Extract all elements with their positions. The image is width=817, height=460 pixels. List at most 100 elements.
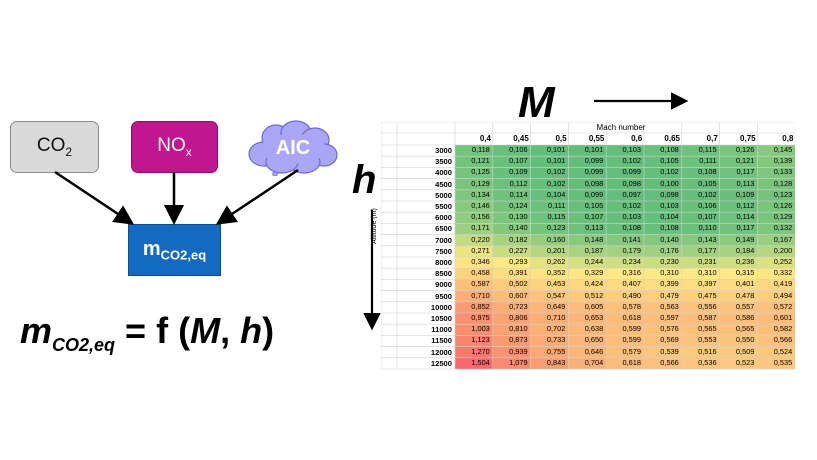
heat-cell-bg <box>492 178 531 190</box>
row-header-altitude: 6500 <box>435 224 452 234</box>
table-cell: 0,810 <box>509 324 528 334</box>
table-cell: 0,101 <box>546 156 566 166</box>
heat-cell-bg <box>568 301 607 313</box>
formula: mCO2,eq = f (M, h) <box>20 310 275 356</box>
table-cell: 0,125 <box>471 167 490 177</box>
table-cell: 0,638 <box>584 324 604 334</box>
table-cell: 0,650 <box>584 335 604 345</box>
table-cell: 0,098 <box>660 189 679 199</box>
heat-cell-bg <box>606 234 644 246</box>
column-header-mach: 0,65 <box>664 134 680 143</box>
table-cell: 0,329 <box>584 268 604 278</box>
heat-cell-bg <box>681 324 720 336</box>
table-cell: 0,424 <box>584 279 604 289</box>
table-cell: 0,102 <box>660 167 679 177</box>
heat-cell-bg <box>681 346 720 358</box>
heat-cell-bg <box>492 245 531 257</box>
table-cell: 0,156 <box>471 212 490 222</box>
heat-cell-bg <box>681 156 720 168</box>
heat-cell-bg <box>757 156 795 168</box>
table-cell: 0,104 <box>660 212 679 222</box>
table-cell: 0,171 <box>471 223 490 233</box>
heat-cell-bg <box>644 145 682 157</box>
heat-cell-bg <box>719 201 758 213</box>
heat-cell-bg <box>530 201 569 213</box>
table-cell: 0,852 <box>471 301 490 311</box>
heat-cell-bg <box>568 324 607 336</box>
heat-cell-bg <box>719 313 758 325</box>
heat-cell-bg <box>644 212 682 224</box>
row-header-altitude: 7500 <box>435 246 452 256</box>
row-header-altitude: 3500 <box>435 157 452 167</box>
table-cell: 0,939 <box>509 346 528 356</box>
table-cell: 0,099 <box>584 156 604 166</box>
table-cell: 0,587 <box>471 279 490 289</box>
column-header-mach: 0,45 <box>513 134 529 143</box>
table-grid <box>381 122 795 370</box>
table-cell: 0,710 <box>546 313 566 322</box>
column-header-mach: 0,75 <box>740 134 756 143</box>
heat-cell-bg <box>757 212 795 224</box>
heat-cell-bg <box>644 223 682 235</box>
table-cell: 0,107 <box>584 212 604 222</box>
table-cell: 0,599 <box>622 324 641 334</box>
table-cell: 0,106 <box>698 201 717 210</box>
table-cell: 0,653 <box>584 313 604 322</box>
heat-cell-bg <box>530 279 569 291</box>
heat-cell-bg <box>606 357 644 369</box>
table-cell: 0,179 <box>622 245 641 255</box>
row-header-altitude: 4000 <box>435 168 452 178</box>
table-cell: 0,101 <box>584 145 604 154</box>
table-cell: 0,121 <box>471 156 490 166</box>
heat-cell-bg <box>757 189 795 201</box>
table-cell: 0,167 <box>773 234 793 244</box>
heat-cell-bg <box>568 212 607 224</box>
heat-cell-bg <box>455 156 493 168</box>
heat-cell-bg <box>757 301 795 313</box>
table-cell: 0,126 <box>735 145 755 154</box>
table-cell: 0,115 <box>547 212 566 222</box>
table-cell: 0,103 <box>660 201 679 210</box>
heat-cell-bg <box>530 156 569 168</box>
heat-cell-bg <box>455 357 493 369</box>
row-header-altitude: 3000 <box>435 146 452 155</box>
heat-cell-bg <box>492 301 531 313</box>
table-cell: 0,262 <box>546 257 566 266</box>
table-cell: 1,079 <box>509 357 528 367</box>
table-cell: 0,112 <box>736 201 755 210</box>
heat-cell-bg <box>530 245 569 257</box>
heat-cell-bg <box>606 223 644 235</box>
heat-cell-bg <box>606 167 644 179</box>
table-cell: 0,704 <box>584 357 604 367</box>
heat-cell-bg <box>455 212 493 224</box>
table-cell: 0,536 <box>698 357 717 367</box>
table-cell: 0,130 <box>509 212 528 222</box>
heat-cell-bg <box>530 212 569 224</box>
heat-cell-bg <box>530 178 569 190</box>
heat-cell-bg <box>606 313 644 325</box>
heat-cell-bg <box>568 234 607 246</box>
heat-cell-bg <box>681 257 720 269</box>
column-header-mach: 0,8 <box>782 134 794 143</box>
heat-cell-bg <box>606 301 644 313</box>
table-cell: 0,107 <box>509 156 528 166</box>
heat-cell-bg <box>455 145 493 157</box>
heat-cell-bg <box>606 257 644 269</box>
table-cell: 0,618 <box>622 313 641 322</box>
table-cell: 0,578 <box>622 301 641 311</box>
heat-cell-bg <box>644 335 682 347</box>
heat-cell-bg <box>644 279 682 291</box>
table-cell: 0,458 <box>471 268 490 278</box>
heat-cell-bg <box>719 301 758 313</box>
table-cell: 0,113 <box>585 223 604 233</box>
table-cell: 0,099 <box>584 189 604 199</box>
table-cell: 0,475 <box>698 290 717 300</box>
heat-cell-bg <box>455 201 493 213</box>
heat-cell-bg <box>568 335 607 347</box>
table-cell: 0,105 <box>584 201 604 210</box>
heat-cell-bg <box>644 189 682 201</box>
table-cell: 0,236 <box>735 257 755 266</box>
table-cell: 0,113 <box>736 178 755 188</box>
table-cell: 0,108 <box>660 223 679 233</box>
row-header-altitude: 5000 <box>435 190 452 200</box>
